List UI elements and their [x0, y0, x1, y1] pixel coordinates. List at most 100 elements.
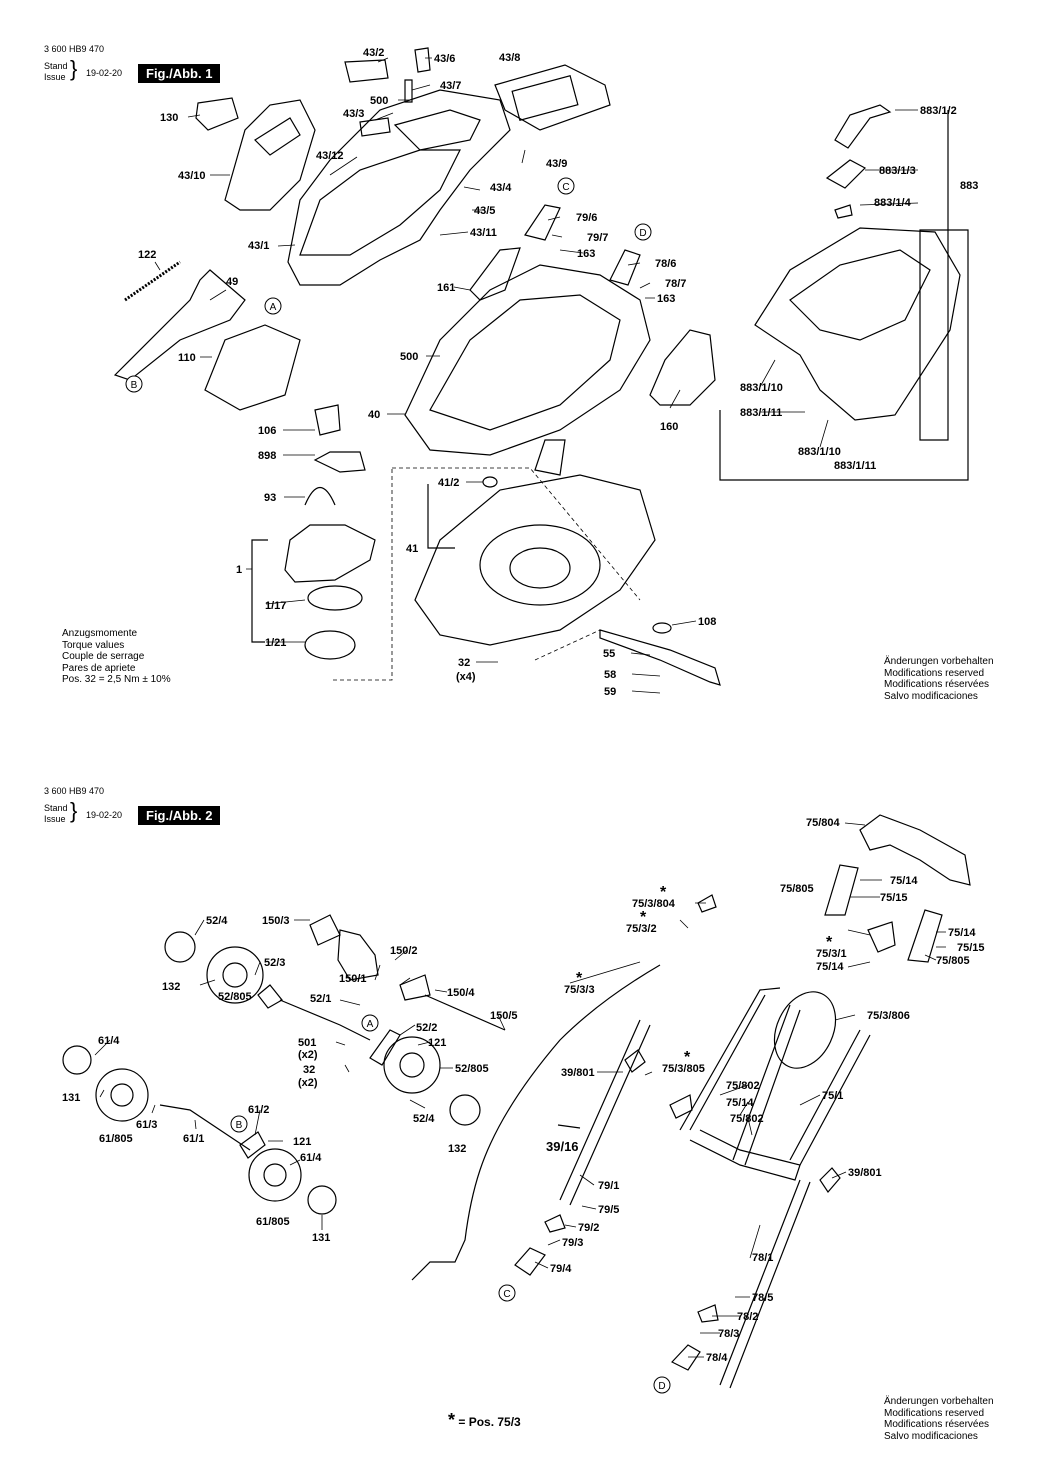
- wheel-52-805: [206, 946, 264, 1004]
- circle-label: A: [361, 1014, 379, 1032]
- part-52-3: [257, 984, 283, 1009]
- part-label: 106: [258, 425, 276, 437]
- cover-43-10: [224, 99, 316, 211]
- part-label: 52/805: [218, 991, 252, 1003]
- part-label: 79/7: [587, 232, 608, 244]
- part-label: (x2): [298, 1049, 318, 1061]
- reference-circles: C D A B A B C D: [125, 177, 671, 1394]
- date-1: 19-02-20: [86, 68, 123, 78]
- part-label: 43/11: [470, 227, 497, 239]
- part-label: 110: [178, 352, 196, 364]
- part-label: 75/15: [880, 892, 908, 904]
- part-label: 883/1/11: [834, 460, 876, 472]
- part-43-6: [414, 47, 431, 73]
- part-label: 75/804: [806, 817, 841, 829]
- part-label: 79/5: [598, 1204, 619, 1216]
- spring-122: [124, 260, 181, 302]
- part-label: 131: [62, 1092, 80, 1104]
- wheel-61-805b: [248, 1148, 302, 1202]
- cable-75-3-806: [773, 991, 837, 1069]
- part-160: [649, 329, 716, 406]
- fan-1-17: [307, 585, 363, 611]
- part-label: 52/2: [416, 1022, 437, 1034]
- bar-78-1: [719, 1179, 811, 1389]
- deck-41: [414, 474, 656, 646]
- part-label: 75/3/804: [632, 898, 676, 910]
- circle-label: B: [230, 1115, 248, 1133]
- changes-line: Modifications réservées: [884, 1419, 990, 1430]
- blade-55: [599, 629, 721, 686]
- part-label: 160: [660, 421, 678, 433]
- part-label: 61/3: [136, 1119, 157, 1131]
- part-label: 883: [960, 180, 978, 192]
- badge-130: [195, 97, 239, 131]
- cover-75-805b: [907, 909, 943, 963]
- part-label: 39/801: [848, 1167, 882, 1179]
- handle-top-75-804: [859, 814, 971, 886]
- hubcap-131: [62, 1045, 92, 1075]
- cable-75-3-3: [411, 964, 661, 1281]
- part-label: 52/3: [264, 957, 285, 969]
- top-cover-43-1: [287, 89, 511, 286]
- part-drawings: [62, 47, 971, 1389]
- part-label: 41: [406, 543, 418, 555]
- asterisk-icon: *: [684, 1049, 691, 1066]
- changes-line: Modifications reserved: [884, 1407, 985, 1419]
- part-label: 79/1: [598, 1180, 619, 1192]
- part-label: 121: [428, 1037, 446, 1049]
- torque-line: Pares de apriete: [62, 662, 136, 674]
- part-79-2: [544, 1214, 566, 1233]
- part-label: 132: [162, 981, 180, 993]
- part-label: 883/1/10: [798, 446, 841, 458]
- torque-line: Couple de serrage: [62, 651, 145, 662]
- asterisks: * * * * *: [576, 884, 833, 1066]
- torque-line: Pos. 32 = 2,5 Nm ± 10%: [62, 674, 171, 685]
- doc-number-1: 3 600 HB9 470: [44, 44, 105, 54]
- hubcap-131b: [307, 1185, 337, 1215]
- part-78-2: [697, 1304, 719, 1323]
- circle-label: D: [634, 223, 652, 241]
- belt-1-21: [304, 630, 356, 660]
- svg-text:D: D: [658, 1381, 665, 1392]
- part-label: 150/5: [490, 1010, 518, 1022]
- part-79-6: [524, 204, 561, 241]
- part-label: 883/1/3: [879, 165, 916, 177]
- part-75-3-804: [697, 894, 717, 913]
- part-883-1-3: [825, 159, 866, 189]
- changes-note-2: Änderungen vorbehalten Modifications res…: [884, 1396, 994, 1442]
- svg-text:C: C: [562, 182, 569, 193]
- part-label: 43/4: [490, 182, 512, 194]
- part-label: 75/3/1: [816, 948, 847, 960]
- part-label: 883/1/4: [874, 197, 912, 209]
- cover-75-805: [824, 864, 859, 916]
- asterisk-icon: *: [660, 884, 667, 901]
- part-label: 43/8: [499, 52, 520, 64]
- part-label: 150/3: [262, 915, 290, 927]
- part-label: 75/14: [948, 927, 976, 939]
- part-label: 161: [437, 282, 455, 294]
- part-label: 121: [293, 1136, 311, 1148]
- fig-label-1: Fig./Abb. 1: [138, 64, 221, 83]
- part-label: 898: [258, 450, 276, 462]
- changes-line: Änderungen vorbehalten: [884, 1396, 994, 1407]
- doc-number-2: 3 600 HB9 470: [44, 786, 105, 796]
- part-78-4: [671, 1344, 701, 1371]
- stand-label-1: Stand Issue: [44, 61, 68, 83]
- part-label: 79/6: [576, 212, 597, 224]
- part-label: 883/1/10: [740, 382, 783, 394]
- wheel-52-805b: [383, 1036, 441, 1094]
- part-label: 500: [400, 351, 418, 363]
- torque-line: Torque values: [62, 639, 125, 651]
- axle-52-1: [279, 999, 371, 1041]
- part-label: 41/2: [438, 477, 459, 489]
- part-label: 78/4: [706, 1352, 728, 1364]
- part-label: 43/10: [178, 170, 206, 182]
- part-label: 75/14: [890, 875, 918, 887]
- part-label: 122: [138, 249, 156, 261]
- part-label: 61/4: [98, 1035, 120, 1047]
- torque-note: Anzugsmomente Torque values Couple de se…: [62, 628, 171, 686]
- part-label: 75/802: [730, 1113, 764, 1125]
- motor-1: [284, 524, 376, 583]
- lever-39-801b: [624, 1049, 646, 1073]
- date-2: 19-02-20: [86, 810, 123, 820]
